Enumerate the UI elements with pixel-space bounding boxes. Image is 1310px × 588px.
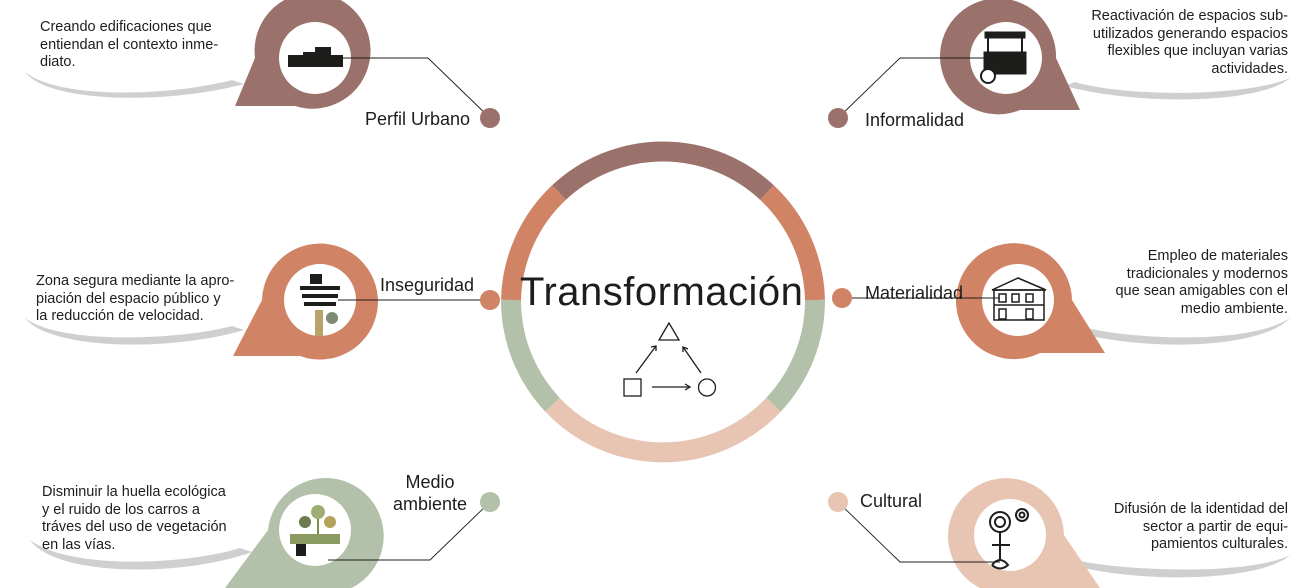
urban-profile-icon bbox=[288, 47, 343, 67]
crosswalk-icon bbox=[300, 274, 340, 336]
node-description-inseguridad: Zona segura mediante la apro- piación de… bbox=[36, 273, 235, 324]
building-facade-icon bbox=[991, 277, 1047, 321]
node-perfil-urbano bbox=[25, 0, 500, 128]
ring-segment-top bbox=[552, 141, 774, 200]
node-description-cultural: Difusión de la identidad del sector a pa… bbox=[1113, 501, 1288, 552]
icon-disc bbox=[982, 264, 1054, 336]
node-medio-ambiente bbox=[30, 478, 500, 588]
node-inseguridad bbox=[25, 243, 500, 360]
center-title: Transformación bbox=[520, 270, 804, 314]
node-description-medio-ambiente: Disminuir la huella ecológica y el ruido… bbox=[42, 484, 227, 553]
ring-segment-upper-right bbox=[760, 185, 825, 301]
transformation-symbols bbox=[623, 321, 717, 397]
cultural-symbol-icon bbox=[989, 508, 1029, 570]
node-informalidad bbox=[828, 0, 1290, 128]
pin-shadow bbox=[1066, 555, 1290, 578]
connector-line bbox=[328, 57, 491, 119]
node-description-informalidad: Reactivación de espacios sub- utilizados… bbox=[1091, 8, 1288, 77]
icon-disc bbox=[279, 494, 351, 566]
ring-segment-bottom bbox=[545, 397, 781, 463]
pin-shadow bbox=[1066, 318, 1290, 345]
arrow-icon bbox=[635, 345, 702, 391]
node-label-medio-ambiente: Medio ambiente bbox=[392, 472, 468, 514]
node-dot bbox=[480, 108, 500, 128]
node-label-informalidad: Informalidad bbox=[865, 110, 965, 130]
vegetation-icon bbox=[290, 505, 340, 556]
pin-shadow bbox=[1065, 78, 1290, 100]
square-icon bbox=[623, 378, 642, 397]
icon-disc bbox=[974, 499, 1046, 571]
pin-shadow bbox=[30, 540, 252, 570]
node-dot bbox=[832, 288, 852, 308]
node-description-perfil-urbano: Creando edificaciones que entiendan el c… bbox=[40, 19, 219, 70]
ring-segment-upper-left bbox=[501, 185, 566, 301]
node-cultural bbox=[828, 478, 1290, 588]
node-label-inseguridad: Inseguridad bbox=[380, 275, 475, 295]
ring-segment-lower-right bbox=[766, 299, 826, 412]
street-cart-icon bbox=[980, 31, 1027, 84]
connector-line bbox=[328, 501, 491, 561]
node-label-perfil-urbano: Perfil Urbano bbox=[365, 109, 471, 129]
node-dot bbox=[828, 108, 848, 128]
pin-shadow bbox=[25, 72, 244, 98]
node-label-materialidad: Materialidad bbox=[865, 283, 964, 303]
triangle-icon bbox=[657, 321, 681, 341]
circle-icon bbox=[697, 378, 717, 397]
connector-line bbox=[837, 57, 995, 119]
node-dot bbox=[480, 290, 500, 310]
node-label-cultural: Cultural bbox=[860, 491, 923, 511]
connector-line bbox=[837, 501, 1000, 563]
pin-shadow bbox=[25, 318, 244, 345]
central-ring bbox=[500, 141, 826, 463]
node-dot bbox=[828, 492, 848, 512]
node-description-materialidad: Empleo de materiales tradicionales y mod… bbox=[1115, 248, 1288, 317]
node-materialidad bbox=[832, 243, 1290, 360]
ring-segment-lower-left bbox=[500, 299, 560, 412]
node-dot bbox=[480, 492, 500, 512]
